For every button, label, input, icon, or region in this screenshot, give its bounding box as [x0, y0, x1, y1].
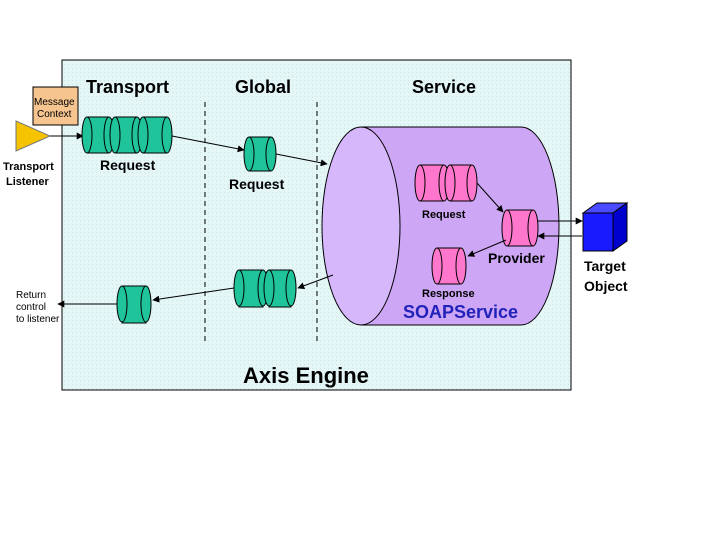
handler-cylinder [137, 116, 173, 154]
axis-engine-title: Axis Engine [243, 363, 369, 388]
arrow-global-to-transport-response [152, 287, 235, 303]
transport-listener-label-2: Listener [6, 176, 50, 188]
provider-handler [501, 209, 539, 247]
column-service: Service [412, 77, 476, 97]
service-request-label: Request [422, 209, 466, 221]
transport-response-handler [116, 285, 152, 324]
arrow-transport-to-global [171, 135, 245, 153]
transport-listener-label-1: Transport [3, 161, 54, 173]
message-context-label-1: Message [34, 97, 75, 108]
target-object-label-1: Target [584, 258, 626, 274]
target-object-label-2: Object [584, 278, 628, 294]
global-response-chain [233, 269, 297, 308]
message-context-box [32, 86, 79, 126]
handler-cylinder [414, 164, 450, 202]
service-response-label: Response [422, 288, 475, 300]
service-response-handler [431, 247, 467, 285]
handler-cylinder [233, 269, 269, 308]
message-context-label-2: Context [37, 109, 72, 120]
service-request-chain [414, 164, 478, 202]
transport-request-label: Request [100, 157, 156, 173]
arrow-service-to-provider [476, 182, 504, 213]
return-label-1: Return [16, 290, 46, 301]
service-cylinder [321, 126, 560, 326]
column-transport: Transport [86, 77, 169, 97]
handler-cylinder [444, 164, 478, 202]
column-global: Global [235, 77, 291, 97]
target-object-cube-icon [581, 202, 629, 252]
return-label-2: control [16, 302, 46, 313]
handler-cylinder [109, 116, 143, 154]
provider-label: Provider [488, 250, 545, 266]
handler-cylinder [81, 116, 115, 154]
handler-cylinder [263, 269, 297, 308]
global-request-label: Request [229, 176, 285, 192]
transport-request-chain [81, 116, 173, 154]
return-label-3: to listener [16, 314, 60, 325]
transport-listener-icon [15, 120, 52, 152]
arrow-provider-to-response [467, 239, 507, 257]
arrow-global-to-service [275, 153, 328, 167]
global-request-handler [243, 136, 277, 172]
arrow-service-to-global-response [297, 274, 334, 290]
soap-service-label: SOAPService [403, 302, 518, 322]
